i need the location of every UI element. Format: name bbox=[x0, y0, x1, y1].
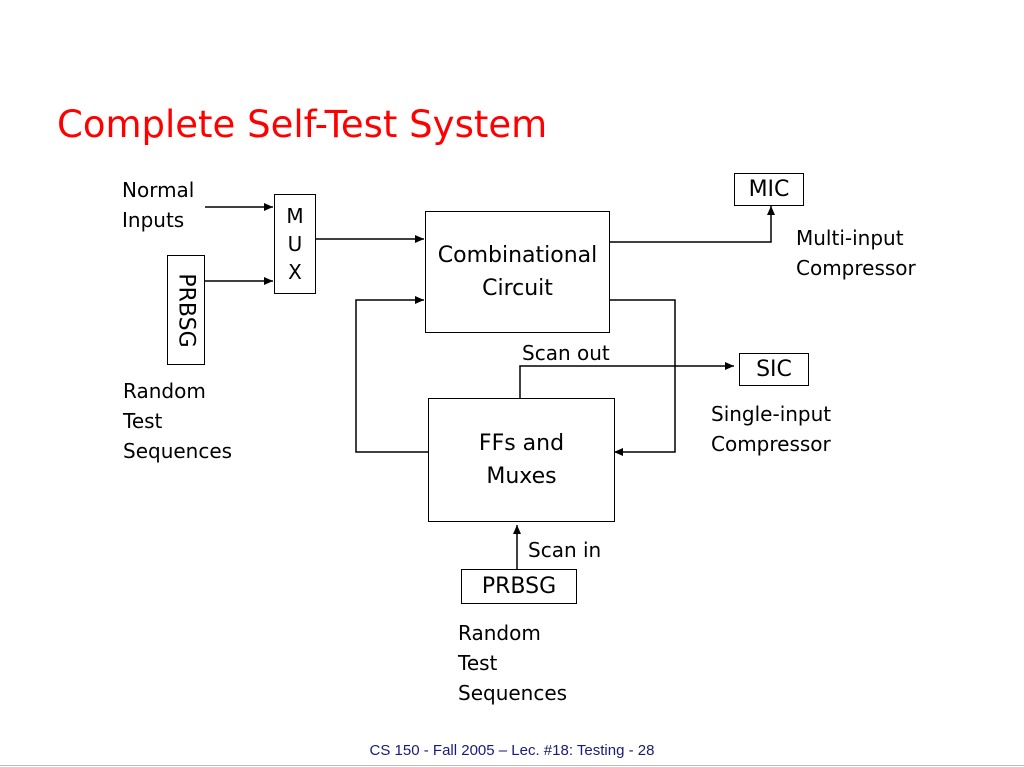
ffs-muxes-box: FFs and Muxes bbox=[428, 398, 615, 522]
footer-divider bbox=[0, 765, 1024, 766]
mux-letter-x: X bbox=[288, 260, 302, 284]
mic-description: Multi-input Compressor bbox=[796, 223, 916, 283]
ffs-line2: Muxes bbox=[486, 464, 557, 489]
random-test-left-label: Random Test Sequences bbox=[123, 376, 232, 466]
prbsg-left-label: PRBSG bbox=[173, 272, 199, 348]
normal-inputs-label: Normal Inputs bbox=[122, 175, 194, 235]
slide-title: Complete Self-Test System bbox=[57, 103, 548, 146]
scan-in-label: Scan in bbox=[528, 538, 602, 562]
random-bottom-line3: Sequences bbox=[458, 681, 568, 705]
mic-desc-line2: Compressor bbox=[796, 256, 916, 280]
comb-line2: Circuit bbox=[482, 276, 553, 301]
scan-out-label: Scan out bbox=[522, 341, 610, 365]
random-left-line3: Sequences bbox=[123, 439, 233, 463]
mic-box: MIC bbox=[734, 173, 804, 206]
combinational-circuit-box: Combinational Circuit bbox=[425, 211, 610, 333]
prbsg-left-box: PRBSG bbox=[167, 255, 205, 365]
random-left-line1: Random bbox=[123, 379, 206, 403]
random-bottom-line2: Test bbox=[458, 651, 498, 675]
normal-inputs-line2: Inputs bbox=[122, 208, 185, 232]
random-test-bottom-label: Random Test Sequences bbox=[458, 618, 567, 708]
mux-letter-m: M bbox=[286, 204, 304, 228]
scan-out-wire bbox=[519, 362, 734, 398]
prbsg-bottom-label: PRBSG bbox=[481, 574, 557, 599]
mux-letter-u: U bbox=[287, 232, 303, 256]
mic-desc-line1: Multi-input bbox=[796, 226, 904, 250]
mux-box: M U X bbox=[274, 194, 316, 294]
comb-to-ff-wire bbox=[609, 299, 676, 456]
sic-box: SIC bbox=[739, 353, 809, 386]
mic-label: MIC bbox=[748, 177, 790, 202]
prbsg-bottom-box: PRBSG bbox=[461, 569, 577, 604]
random-left-line2: Test bbox=[123, 409, 163, 433]
ffs-line1: FFs and bbox=[478, 431, 565, 456]
random-bottom-line1: Random bbox=[458, 621, 541, 645]
normal-inputs-line1: Normal bbox=[122, 178, 195, 202]
sic-description: Single-input Compressor bbox=[711, 399, 831, 459]
sic-label: SIC bbox=[756, 357, 792, 382]
sic-desc-line1: Single-input bbox=[711, 402, 832, 426]
ff-to-comb-feedback-wire bbox=[355, 296, 428, 453]
sic-desc-line2: Compressor bbox=[711, 432, 831, 456]
comb-line1: Combinational bbox=[437, 243, 598, 268]
slide-footer: CS 150 - Fall 2005 – Lec. #18: Testing -… bbox=[369, 742, 655, 759]
comb-to-mic-wire bbox=[609, 206, 775, 243]
